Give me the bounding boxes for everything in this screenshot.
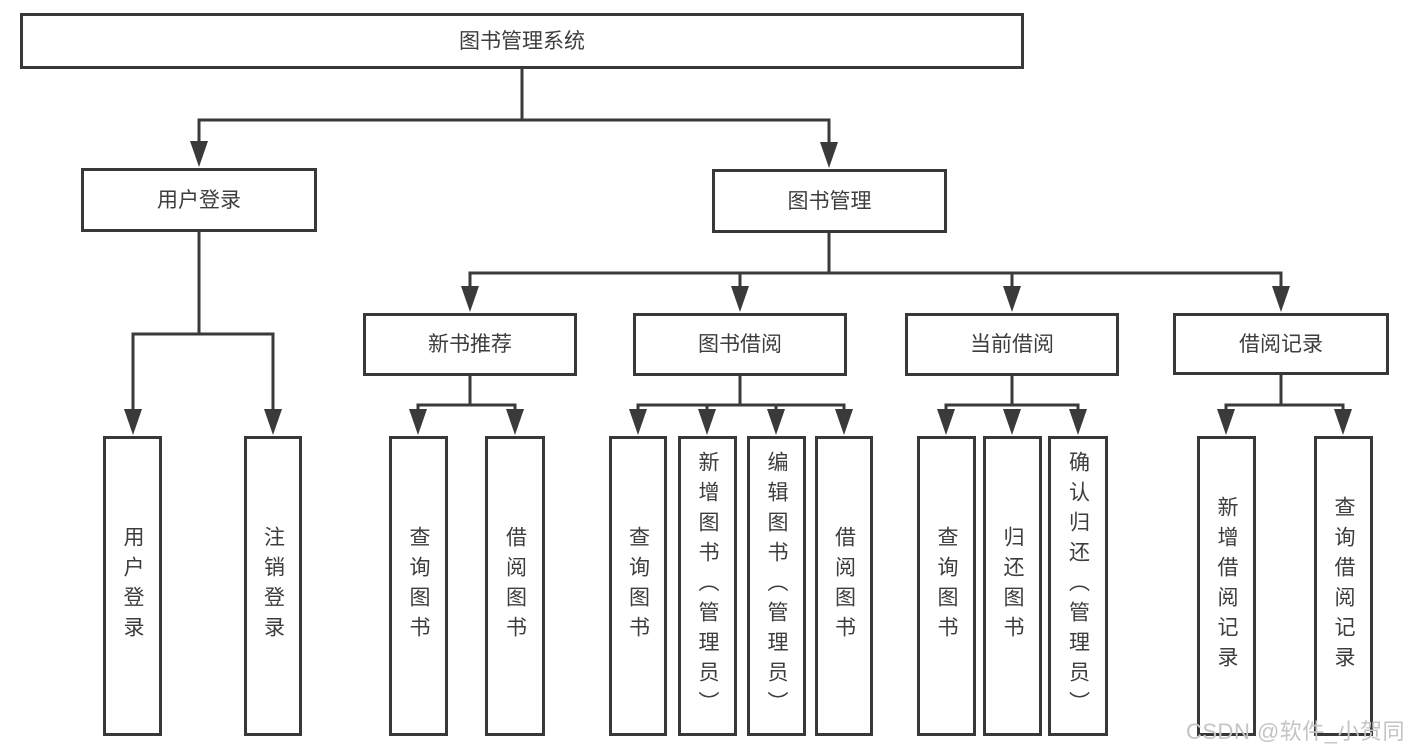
node-label: 查询图书 bbox=[407, 526, 431, 646]
node-label: 图书借阅 bbox=[698, 333, 782, 356]
node-user-login: 用户登录 bbox=[81, 168, 317, 232]
leaf-user-login: 用户登录 bbox=[103, 436, 162, 736]
leaf-query-books-borrowing: 查询图书 bbox=[609, 436, 667, 736]
node-new-book-recommendation: 新书推荐 bbox=[363, 313, 577, 376]
node-label: 注销登录 bbox=[261, 526, 285, 646]
node-label: 用户登录 bbox=[157, 188, 241, 212]
leaf-borrow-books: 借阅图书 bbox=[815, 436, 873, 736]
node-label: 确认归还（管理员） bbox=[1066, 451, 1090, 721]
node-book-management: 图书管理 bbox=[712, 169, 947, 233]
node-label: 用户登录 bbox=[121, 526, 145, 646]
csdn-watermark: CSDN @软件_小贺同学 bbox=[1186, 719, 1405, 744]
node-current-borrowing: 当前借阅 bbox=[905, 313, 1119, 376]
node-label: 借阅图书 bbox=[832, 526, 856, 646]
leaf-logout: 注销登录 bbox=[244, 436, 302, 736]
node-label: 借阅记录 bbox=[1239, 332, 1323, 356]
node-label: 图书管理系统 bbox=[459, 29, 585, 53]
leaf-return-books: 归还图书 bbox=[983, 436, 1042, 736]
node-label: 新书推荐 bbox=[428, 333, 512, 356]
leaf-query-books-current: 查询图书 bbox=[917, 436, 976, 736]
node-label: 编辑图书（管理员） bbox=[765, 451, 789, 721]
leaf-query-borrow-record: 查询借阅记录 bbox=[1314, 436, 1373, 736]
node-label: 新增图书（管理员） bbox=[696, 451, 720, 721]
node-label: 查询借阅记录 bbox=[1332, 496, 1356, 676]
leaf-borrow-books-recommend: 借阅图书 bbox=[485, 436, 545, 736]
leaf-query-books-recommend: 查询图书 bbox=[389, 436, 448, 736]
node-label: 新增借阅记录 bbox=[1215, 496, 1239, 676]
node-label: 归还图书 bbox=[1001, 526, 1025, 646]
leaf-add-borrow-record: 新增借阅记录 bbox=[1197, 436, 1256, 736]
leaf-add-books-admin: 新增图书（管理员） bbox=[678, 436, 737, 736]
node-label: 图书管理 bbox=[787, 189, 872, 213]
node-label: 当前借阅 bbox=[970, 333, 1054, 356]
node-label: 查询图书 bbox=[626, 526, 650, 646]
node-book-borrowing: 图书借阅 bbox=[633, 313, 847, 376]
node-borrowing-records: 借阅记录 bbox=[1173, 313, 1389, 375]
node-library-management-system: 图书管理系统 bbox=[20, 13, 1024, 69]
node-label: 查询图书 bbox=[935, 526, 959, 646]
arrowheads bbox=[124, 141, 1352, 435]
node-label: 借阅图书 bbox=[503, 526, 527, 646]
leaf-edit-books-admin: 编辑图书（管理员） bbox=[747, 436, 806, 736]
leaf-confirm-return-admin: 确认归还（管理员） bbox=[1048, 436, 1108, 736]
